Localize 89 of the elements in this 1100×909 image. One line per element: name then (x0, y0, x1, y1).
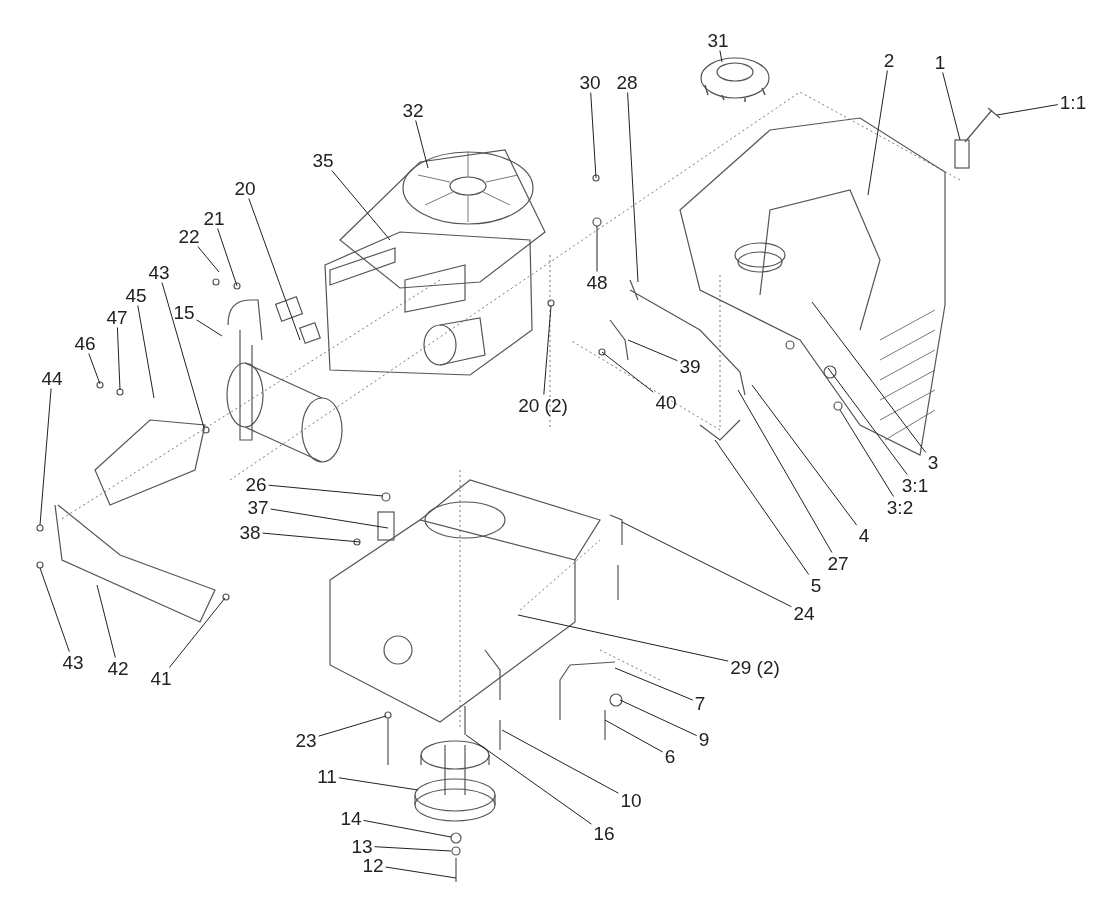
callout-number: 14 (340, 808, 362, 828)
callout-number: 7 (694, 693, 706, 713)
callout-number: 40 (655, 392, 677, 412)
callout-number: 10 (620, 790, 642, 810)
leader-line (385, 866, 457, 879)
leader-line (501, 729, 619, 794)
leader-line (614, 667, 694, 701)
leader-line (137, 305, 155, 399)
callout-number: 23 (295, 730, 317, 750)
callout-number: 26 (245, 474, 267, 494)
leader-line (197, 246, 220, 273)
leader-line (363, 819, 452, 838)
callout-number: 16 (593, 823, 615, 843)
leader-line (465, 734, 592, 825)
leader-line (318, 715, 387, 737)
callout-number: 22 (178, 226, 200, 246)
callout-number: 38 (239, 522, 261, 542)
leader-line (827, 367, 908, 475)
callout-number: 20 (234, 178, 256, 198)
callout-number: 35 (312, 150, 334, 170)
callout-number: 12 (362, 855, 384, 875)
leader-line (168, 597, 226, 668)
leader-line (627, 339, 678, 362)
leader-line (627, 92, 639, 283)
callout-number: 42 (107, 658, 129, 678)
leader-line (737, 389, 833, 553)
leader-line (415, 120, 429, 169)
leader-line (248, 198, 301, 341)
callout-number: 6 (664, 746, 676, 766)
callout-number: 1 (934, 52, 946, 72)
leader-line (604, 719, 664, 753)
leader-line (601, 351, 654, 393)
callout-number: 4 (858, 525, 870, 545)
leader-line (517, 614, 729, 662)
leader-line (338, 777, 419, 791)
leader-line (39, 388, 52, 526)
leader-line (331, 170, 391, 241)
callout-number: 41 (150, 668, 172, 688)
leader-line (39, 567, 70, 652)
callout-number: 43 (148, 262, 170, 282)
callout-number: 31 (707, 30, 729, 50)
callout-number: 37 (247, 497, 269, 517)
callout-number: 44 (41, 368, 63, 388)
callout-number: 27 (827, 553, 849, 573)
callout-number: 3 (927, 452, 939, 472)
callout-number: 9 (698, 729, 710, 749)
callout-number: 2 (883, 50, 895, 70)
callout-number: 29 (2) (730, 657, 780, 677)
callout-number: 24 (793, 603, 815, 623)
callout-number: 3:1 (901, 475, 929, 495)
leader-line (262, 532, 361, 543)
callout-number: 28 (616, 72, 638, 92)
leader-line (839, 409, 894, 497)
leader-line (96, 584, 116, 658)
leader-line (88, 353, 101, 385)
callout-number: 1:1 (1059, 92, 1087, 112)
leader-line (543, 305, 552, 395)
leader-line (270, 508, 389, 529)
callout-number: 30 (579, 72, 601, 92)
callout-number: 46 (74, 333, 96, 353)
callout-number: 43 (62, 652, 84, 672)
callout-number: 3:2 (886, 497, 914, 517)
leader-line (217, 228, 238, 287)
leader-line (116, 327, 121, 391)
leader-line (590, 92, 597, 179)
leader-line (196, 319, 223, 337)
leader-line (714, 439, 810, 575)
leader-line (268, 484, 384, 497)
leader-line (942, 72, 961, 141)
callout-number: 13 (351, 836, 373, 856)
callout-number: 47 (106, 307, 128, 327)
callout-number: 45 (125, 285, 147, 305)
leader-line (374, 846, 452, 852)
callout-number: 15 (173, 302, 195, 322)
leader-line (996, 104, 1059, 116)
callout-number: 11 (317, 766, 337, 786)
leader-line (161, 282, 205, 429)
callout-number: 5 (810, 575, 822, 595)
leader-line (596, 225, 598, 272)
callout-number: 48 (586, 272, 608, 292)
leader-line (619, 699, 698, 737)
leader-line (621, 521, 792, 608)
leader-line (719, 50, 723, 63)
callout-number: 21 (203, 208, 225, 228)
leader-line (867, 70, 888, 196)
callout-number: 39 (679, 356, 701, 376)
callout-number: 20 (2) (518, 395, 568, 415)
callout-number: 32 (402, 100, 424, 120)
leader-line (751, 384, 858, 526)
